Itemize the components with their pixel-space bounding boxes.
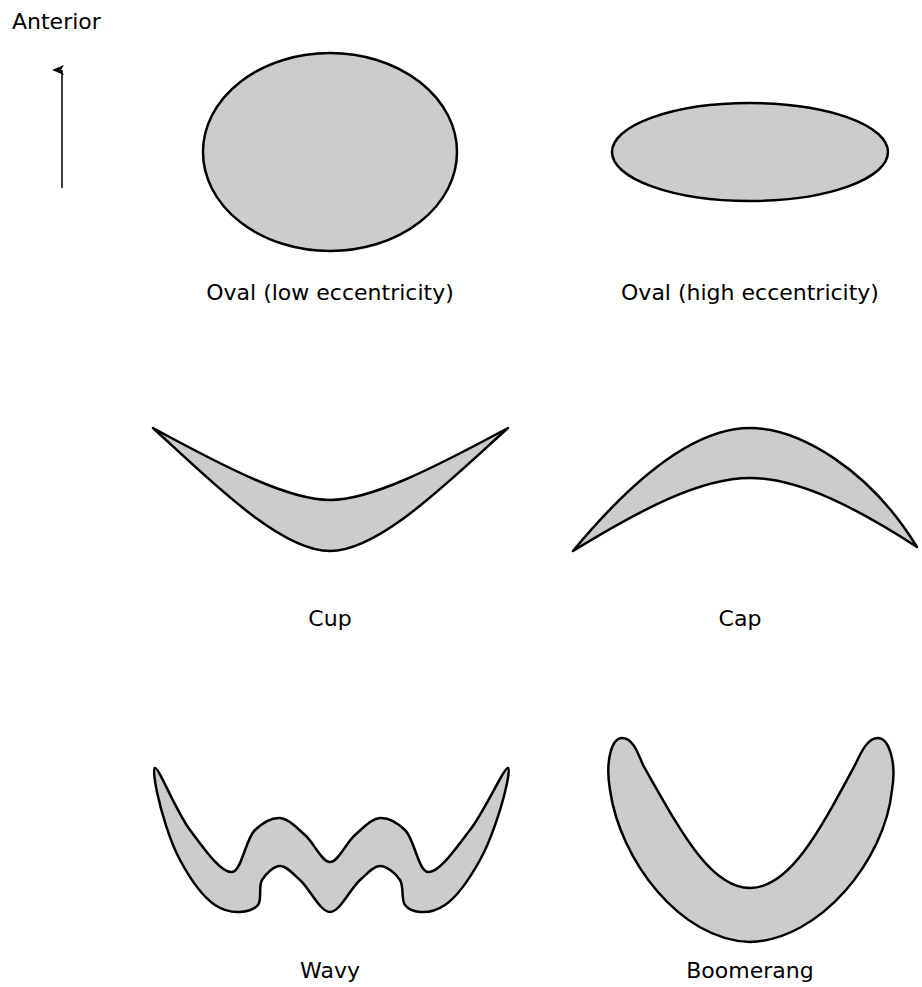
boomerang-shape: Boomerang	[595, 725, 905, 985]
oval-high-eccentricity: Oval (high eccentricity)	[600, 40, 900, 330]
shape-label: Cap	[560, 604, 920, 634]
shape-outline	[140, 755, 520, 985]
anterior-arrow	[61, 70, 63, 188]
shape-fill	[608, 738, 893, 942]
shape-label: Oval (high eccentricity)	[600, 278, 900, 308]
direction-label: Anterior	[12, 7, 101, 37]
shape-fill	[573, 428, 917, 551]
cap-shape: Cap	[560, 415, 920, 640]
shape-fill	[153, 428, 508, 551]
shape-fill	[154, 768, 509, 912]
shape-fill	[612, 103, 888, 201]
shape-label: Cup	[140, 604, 520, 634]
wavy-shape: Wavy	[140, 755, 520, 985]
oval-low-eccentricity: Oval (low eccentricity)	[190, 40, 470, 330]
shape-label: Oval (low eccentricity)	[190, 278, 470, 308]
cup-shape: Cup	[140, 415, 520, 640]
shape-label: Boomerang	[595, 956, 905, 986]
shape-label: Wavy	[140, 956, 520, 986]
shape-fill	[203, 53, 457, 251]
shape-outline	[595, 725, 905, 985]
